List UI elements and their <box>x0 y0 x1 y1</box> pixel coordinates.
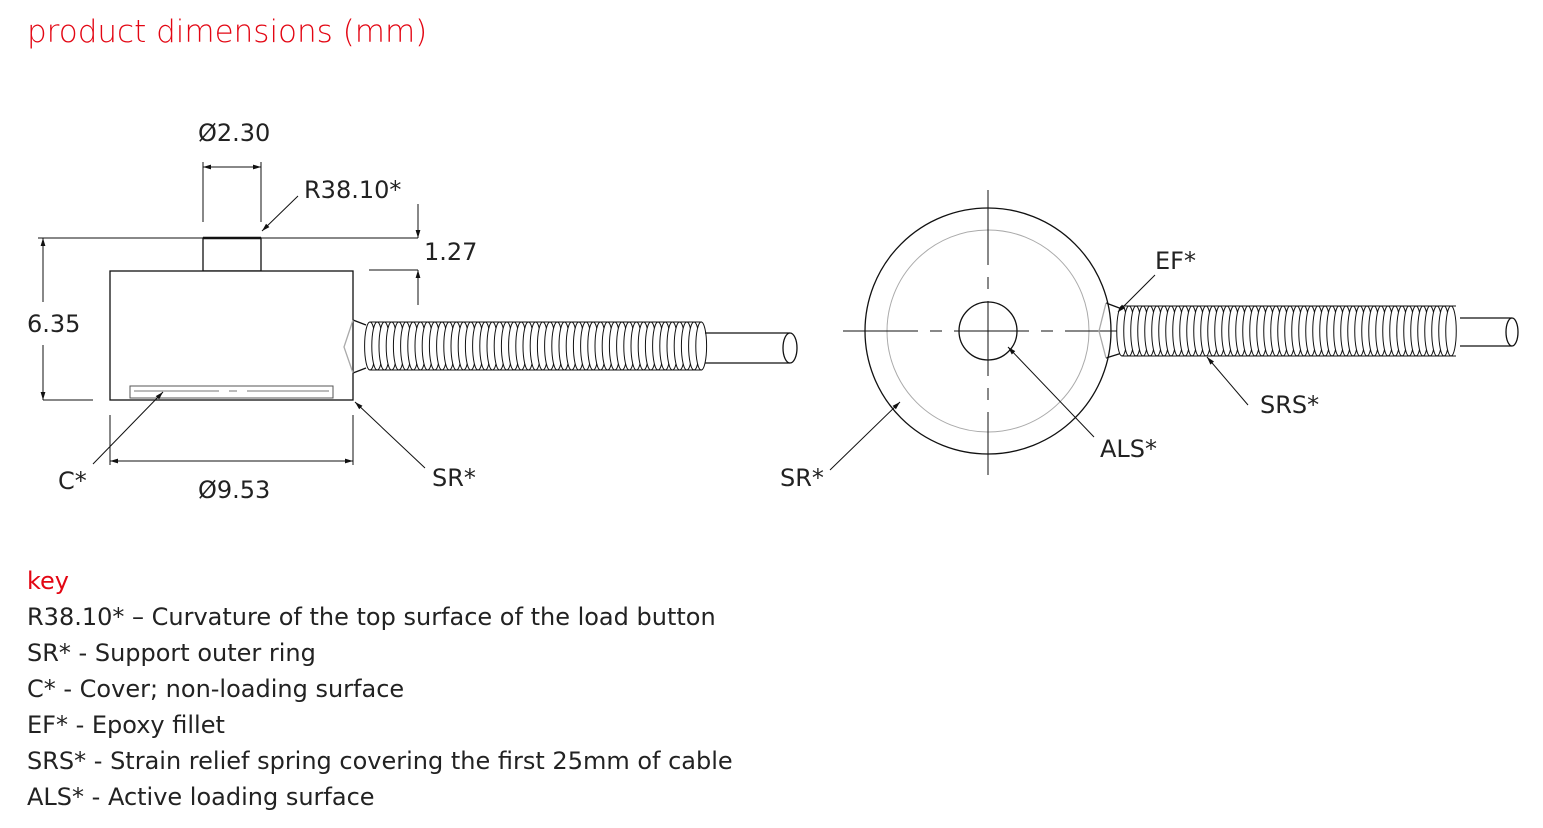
spring-coil <box>695 321 708 371</box>
key-item: R38.10* – Curvature of the top surface o… <box>27 603 716 631</box>
top-view <box>829 190 1519 475</box>
total-height-label: 6.35 <box>27 310 80 338</box>
key-heading: key <box>27 567 70 595</box>
body-diameter-label: Ø9.53 <box>198 476 270 504</box>
epoxy-fillet-label: EF* <box>1155 247 1196 275</box>
key-section: key R38.10* – Curvature of the top surfa… <box>27 563 733 815</box>
cover <box>129 385 334 399</box>
page-title: product dimensions (mm) <box>27 14 428 50</box>
key-item: SRS* - Strain relief spring covering the… <box>27 747 733 775</box>
key-item: ALS* - Active loading surface <box>27 783 375 811</box>
cover-label: C* <box>58 467 87 495</box>
key-item: SR* - Support outer ring <box>27 639 316 667</box>
support-ring-label: SR* <box>432 464 476 492</box>
curvature-label: R38.10* <box>304 176 401 204</box>
strain-relief-spring <box>1116 305 1457 357</box>
button-height-label: 1.27 <box>424 238 477 266</box>
spring-coil <box>1445 305 1457 357</box>
support-ring-label-top: SR* <box>780 464 824 492</box>
key-item: EF* - Epoxy fillet <box>27 711 225 739</box>
strain-relief-spring <box>364 321 708 371</box>
spring-label: SRS* <box>1260 391 1319 419</box>
side-view <box>38 162 798 469</box>
button-diameter-label: Ø2.30 <box>198 119 270 147</box>
active-surface-label: ALS* <box>1100 435 1157 463</box>
body <box>109 270 354 401</box>
load-button <box>202 237 262 272</box>
key-item: C* - Cover; non-loading surface <box>27 675 405 703</box>
